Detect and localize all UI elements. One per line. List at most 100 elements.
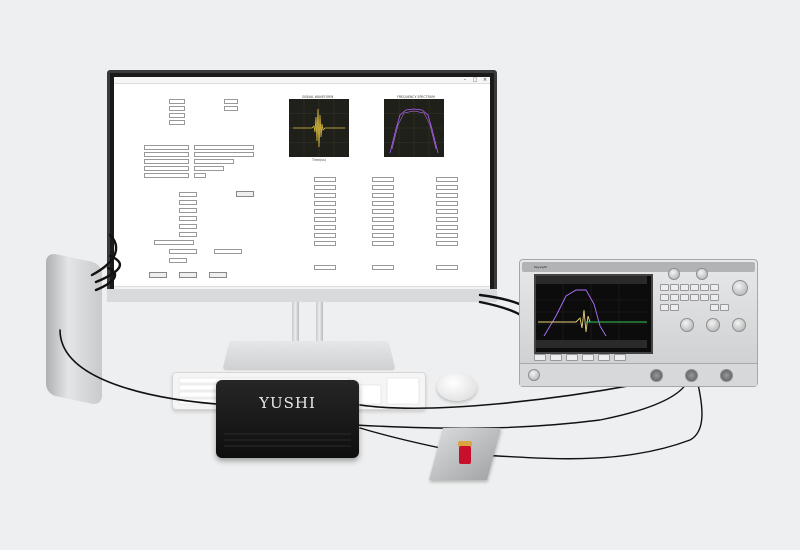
form-field[interactable] (314, 185, 336, 190)
minimize-icon[interactable]: – (463, 77, 467, 83)
scope-power-button[interactable] (528, 369, 540, 381)
scope-knob[interactable] (706, 318, 720, 332)
form-field[interactable] (314, 241, 336, 246)
form-field[interactable] (179, 232, 197, 237)
form-field[interactable] (372, 209, 394, 214)
form-field[interactable] (314, 265, 336, 270)
form-field[interactable] (194, 166, 224, 171)
mouse (437, 373, 477, 401)
form-field[interactable] (436, 193, 458, 198)
form-button[interactable] (149, 272, 167, 278)
form-button[interactable] (236, 191, 254, 197)
close-icon[interactable]: × (482, 77, 488, 83)
plot-x-label: Time(us) (312, 158, 326, 162)
scope-button[interactable] (660, 294, 669, 301)
form-field[interactable] (372, 201, 394, 206)
scope-button[interactable] (670, 294, 679, 301)
form-field[interactable] (194, 173, 206, 178)
form-field[interactable] (144, 145, 189, 150)
form-field[interactable] (372, 177, 394, 182)
maximize-icon[interactable]: □ (472, 77, 478, 83)
scope-top-strip: Keysight (522, 262, 755, 272)
scope-softkey[interactable] (534, 354, 546, 361)
scope-knob[interactable] (668, 268, 680, 280)
form-field[interactable] (372, 217, 394, 222)
form-field[interactable] (179, 192, 197, 197)
form-field[interactable] (372, 193, 394, 198)
scope-knob[interactable] (680, 318, 694, 332)
form-field[interactable] (224, 99, 238, 104)
form-field[interactable] (179, 224, 197, 229)
device-ribs (224, 433, 351, 447)
form-field[interactable] (436, 225, 458, 230)
scope-softkey[interactable] (598, 354, 610, 361)
form-field[interactable] (314, 217, 336, 222)
scope-button[interactable] (670, 284, 679, 291)
form-field[interactable] (372, 185, 394, 190)
form-field[interactable] (194, 159, 234, 164)
form-field[interactable] (314, 193, 336, 198)
scope-softkey[interactable] (566, 354, 578, 361)
form-field[interactable] (169, 113, 185, 118)
form-field[interactable] (314, 225, 336, 230)
form-field[interactable] (144, 159, 189, 164)
form-field[interactable] (194, 145, 254, 150)
form-field[interactable] (436, 185, 458, 190)
form-field[interactable] (436, 241, 458, 246)
form-field[interactable] (224, 106, 238, 111)
form-field[interactable] (372, 225, 394, 230)
form-field[interactable] (314, 177, 336, 182)
scope-button[interactable] (690, 294, 699, 301)
scope-button[interactable] (680, 284, 689, 291)
scope-button[interactable] (700, 294, 709, 301)
form-field[interactable] (144, 152, 189, 157)
form-field[interactable] (169, 120, 185, 125)
form-field[interactable] (179, 200, 197, 205)
form-field[interactable] (436, 265, 458, 270)
form-field[interactable] (194, 152, 254, 157)
box-scope-cable (359, 379, 661, 409)
form-field[interactable] (372, 265, 394, 270)
scope-button[interactable] (710, 294, 719, 301)
form-field[interactable] (436, 177, 458, 182)
form-field[interactable] (169, 106, 185, 111)
form-field[interactable] (314, 201, 336, 206)
form-field[interactable] (372, 241, 394, 246)
scope-button[interactable] (720, 304, 729, 311)
scope-button[interactable] (690, 284, 699, 291)
form-field[interactable] (179, 216, 197, 221)
form-field[interactable] (169, 258, 187, 263)
scope-button[interactable] (660, 304, 669, 311)
form-button[interactable] (179, 272, 197, 278)
scope-button[interactable] (700, 284, 709, 291)
form-field[interactable] (436, 217, 458, 222)
scope-knob[interactable] (732, 318, 746, 332)
scope-button[interactable] (710, 304, 719, 311)
scope-button[interactable] (710, 284, 719, 291)
form-field[interactable] (144, 173, 189, 178)
box-scope-cable (354, 371, 691, 429)
form-field[interactable] (436, 233, 458, 238)
form-field[interactable] (144, 166, 189, 171)
form-field[interactable] (436, 209, 458, 214)
form-field[interactable] (169, 249, 197, 254)
form-field[interactable] (314, 209, 336, 214)
oscilloscope: Keysight (519, 259, 758, 387)
form-field[interactable] (372, 233, 394, 238)
form-field[interactable] (179, 208, 197, 213)
scope-button[interactable] (670, 304, 679, 311)
form-field[interactable] (154, 240, 194, 245)
scope-softkey[interactable] (614, 354, 626, 361)
form-field[interactable] (169, 99, 185, 104)
form-field[interactable] (314, 233, 336, 238)
scope-knob[interactable] (732, 280, 748, 296)
form-field[interactable] (214, 249, 242, 254)
form-button[interactable] (209, 272, 227, 278)
scope-softkey[interactable] (582, 354, 594, 361)
scope-button[interactable] (660, 284, 669, 291)
scope-softkey[interactable] (550, 354, 562, 361)
form-field[interactable] (436, 201, 458, 206)
scope-button[interactable] (680, 294, 689, 301)
scope-knob[interactable] (696, 268, 708, 280)
